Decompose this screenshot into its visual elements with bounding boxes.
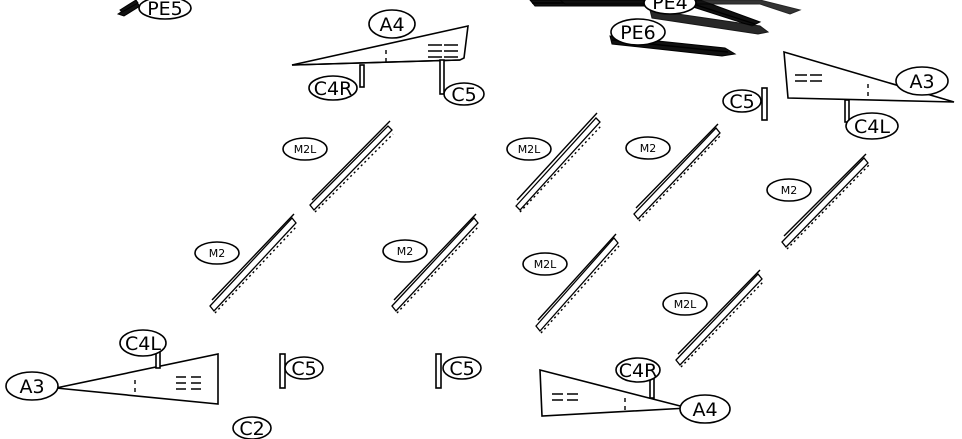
rail-m2-1: M2: [625, 123, 722, 222]
label-pe5: PE5: [147, 0, 183, 20]
label-c5-bottom-2: C5: [449, 358, 474, 380]
label-a3-bottom: A3: [19, 376, 44, 398]
label-rail-m2-2: M2: [781, 184, 798, 197]
rail-m2l-4: M2L: [662, 269, 764, 368]
pe4-bubble: [643, 0, 697, 15]
label-c5-bottom-1: C5: [291, 358, 316, 380]
rail-m2-2: M2: [766, 153, 870, 250]
label-rail-m2l-4: M2L: [674, 298, 697, 311]
rail-m2l-1: M2L: [282, 120, 394, 213]
part-pe4-pe6-panels: PE4 PE6: [529, 0, 802, 57]
part-c2: C2: [232, 416, 272, 439]
label-rail-m2-1: M2: [640, 142, 657, 155]
label-rail-m2-4: M2: [397, 245, 414, 258]
label-c4l-bottom: C4L: [125, 333, 161, 355]
label-c4r-top: C4R: [314, 78, 353, 100]
pe6-bubble: [610, 18, 666, 46]
part-a4-top: A4 C4R C5: [291, 9, 485, 106]
rail-m2l-3: M2L: [522, 233, 620, 334]
label-rail-m2l-1: M2L: [294, 143, 317, 156]
label-c5-top: C5: [451, 84, 476, 106]
label-c2: C2: [239, 418, 264, 439]
rail-m2l-2: M2L: [506, 112, 602, 213]
label-pe6: PE6: [620, 22, 656, 44]
label-c5-right: C5: [729, 91, 754, 113]
part-a4-bottom: C4R A4: [539, 357, 731, 424]
label-rail-m2-3: M2: [209, 247, 226, 260]
label-c4l-right: C4L: [854, 116, 890, 138]
part-c5-bottom-2: C5: [435, 353, 482, 389]
part-a3-right: A3 C4L C5: [722, 50, 955, 140]
label-rail-m2l-2: M2L: [518, 143, 541, 156]
label-a4-bottom: A4: [692, 399, 717, 421]
label-a3-right: A3: [909, 71, 934, 93]
rail-m2-4: M2: [382, 213, 480, 314]
label-a4-top: A4: [379, 14, 404, 36]
part-pe5: PE5: [116, 0, 192, 20]
label-c4r-bottom: C4R: [619, 360, 658, 382]
label-rail-m2l-3: M2L: [534, 258, 557, 271]
part-a3-bottom: C4L A3: [5, 329, 219, 405]
part-c5-bottom-1: C5: [279, 353, 324, 389]
rail-m2-3: M2: [194, 213, 298, 314]
label-pe4: PE4: [652, 0, 688, 14]
